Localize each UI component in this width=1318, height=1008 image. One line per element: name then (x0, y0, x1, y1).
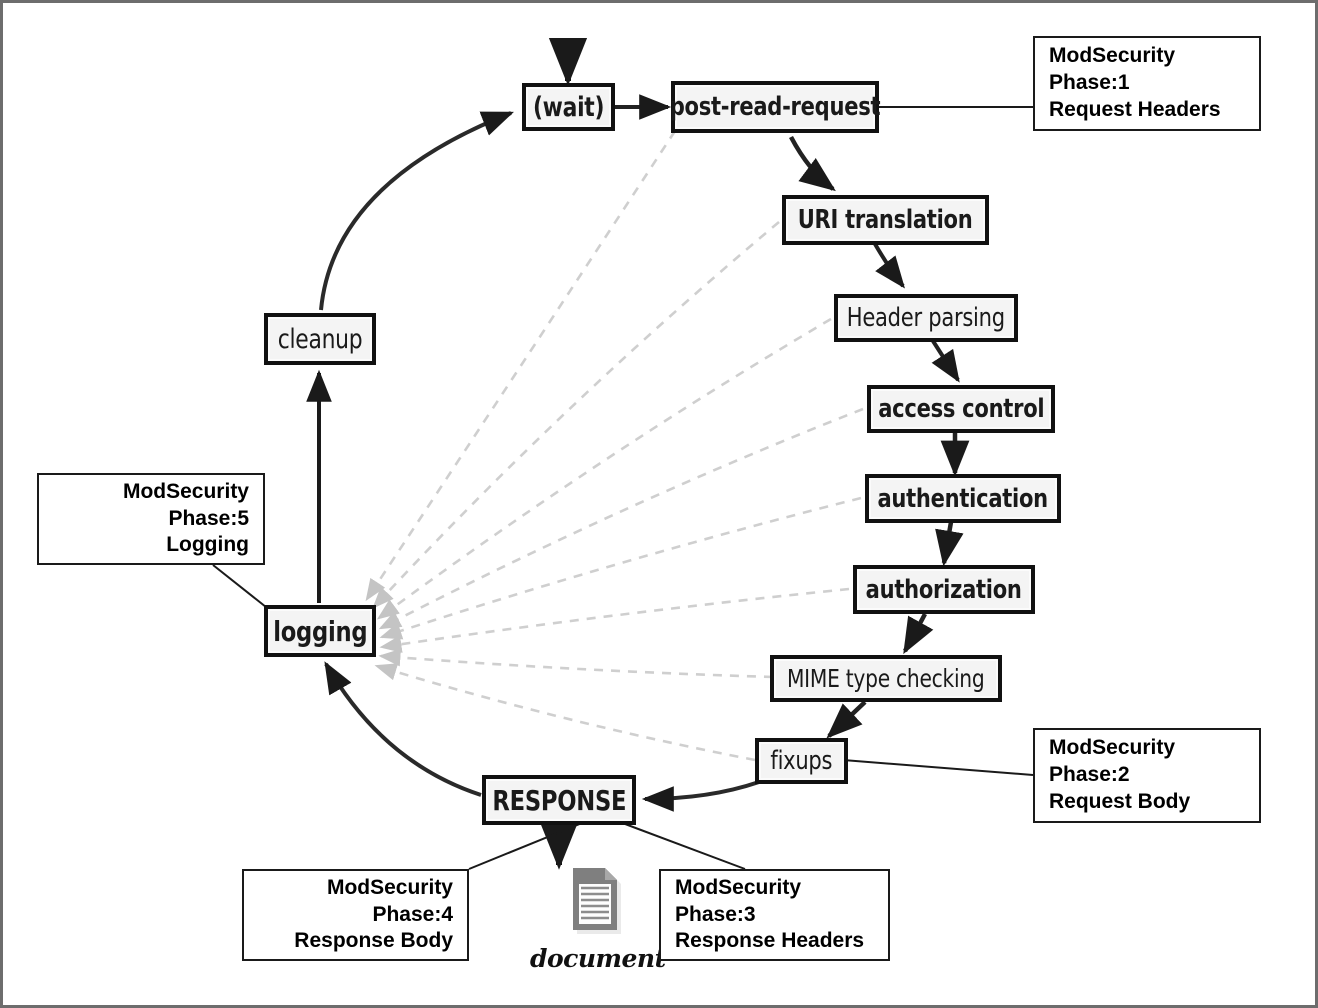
note-modsecurity-phase-5: ModSecurity Phase:5 Logging (37, 473, 265, 565)
note-phase-5-line-2: Logging (166, 533, 249, 557)
note-phase-1-line-1: ModSecurity Phase:1 (1049, 44, 1176, 95)
dash-authentication-to-logging (379, 496, 862, 640)
node-access-control-label: access control (877, 394, 1045, 424)
dash-fixups-to-logging (374, 663, 756, 762)
node-response[interactable]: RESPONSE (482, 775, 636, 825)
node-wait[interactable]: (wait) (522, 83, 615, 131)
node-access-control[interactable]: access control (867, 385, 1055, 433)
note-phase-1-line-2: Request Headers (1049, 97, 1221, 121)
node-cleanup[interactable]: cleanup (264, 313, 376, 365)
leader-phase2 (842, 759, 1034, 776)
dash-authorization-to-logging (379, 587, 850, 653)
node-logging[interactable]: logging (264, 605, 376, 657)
node-fixups-label: fixups (770, 746, 833, 776)
node-response-label: RESPONSE (492, 783, 626, 817)
note-modsecurity-phase-3: ModSecurity Phase:3 Response Headers (659, 869, 890, 961)
dash-access-control-to-logging (378, 407, 864, 630)
note-phase-2-line-1: ModSecurity Phase:2 (1049, 736, 1176, 787)
node-uri-translation[interactable]: URI translation (782, 195, 989, 245)
node-authorization[interactable]: authorization (853, 565, 1035, 614)
node-wait-label: (wait) (532, 91, 605, 123)
leader-phase4 (468, 820, 588, 870)
edge-fixups-to-response (641, 780, 760, 812)
node-fixups[interactable]: fixups (755, 738, 848, 784)
edge-response-to-logging (324, 661, 482, 797)
edge-authentication-to-authorization (935, 521, 964, 567)
node-cleanup-label: cleanup (277, 323, 363, 355)
dash-post-read-request-to-logging (365, 130, 677, 602)
edge-uri-translation-to-header-parsing (873, 242, 905, 289)
dash-header-parsing-to-logging (376, 317, 832, 620)
note-phase-3-line-2: Response Headers (675, 929, 865, 953)
note-phase-4-line-2: Response Body (294, 929, 453, 953)
node-authentication[interactable]: authentication (865, 474, 1061, 523)
node-post-read-request[interactable]: post-read-request (669, 81, 881, 133)
node-uri-translation-label: URI translation (798, 205, 973, 235)
node-logging-label: logging (272, 614, 368, 648)
dash-mime-type-checking-to-logging (378, 648, 774, 679)
node-mime-type-checking[interactable]: MIME type checking (770, 655, 1002, 702)
dash-uri-translation-to-logging (372, 221, 780, 609)
document-label: document (530, 944, 666, 973)
note-modsecurity-phase-4: ModSecurity Phase:4 Response Body (242, 869, 469, 961)
node-authentication-label: authentication (877, 483, 1049, 514)
node-post-read-request-label: post-read-request (669, 92, 881, 122)
note-phase-2-line-2: Request Body (1049, 789, 1191, 813)
edge-cleanup-to-wait (319, 111, 514, 311)
edge-authorization-to-mime-type-checking (903, 612, 934, 655)
note-phase-3-line-1: ModSecurity Phase:3 (675, 875, 802, 926)
edge-mime-type-checking-to-fixups (826, 700, 867, 739)
node-authorization-label: authorization (865, 574, 1022, 605)
note-modsecurity-phase-2: ModSecurity Phase:2 Request Body (1033, 728, 1261, 823)
edge-header-parsing-to-access-control (931, 339, 960, 383)
node-header-parsing[interactable]: Header parsing (834, 294, 1018, 342)
leader-phase5 (212, 564, 272, 612)
note-phase-4-line-1: ModSecurity Phase:4 (326, 875, 453, 926)
document-output: document (530, 866, 666, 973)
document-page-icon (569, 866, 627, 938)
edge-post-read-request-to-uri-translation (789, 135, 836, 192)
node-mime-type-checking-label: MIME type checking (787, 664, 985, 693)
leader-phase3 (616, 820, 746, 870)
note-phase-5-line-1: ModSecurity Phase:5 (122, 479, 249, 530)
note-modsecurity-phase-1: ModSecurity Phase:1 Request Headers (1033, 36, 1261, 131)
node-header-parsing-label: Header parsing (846, 303, 1006, 333)
